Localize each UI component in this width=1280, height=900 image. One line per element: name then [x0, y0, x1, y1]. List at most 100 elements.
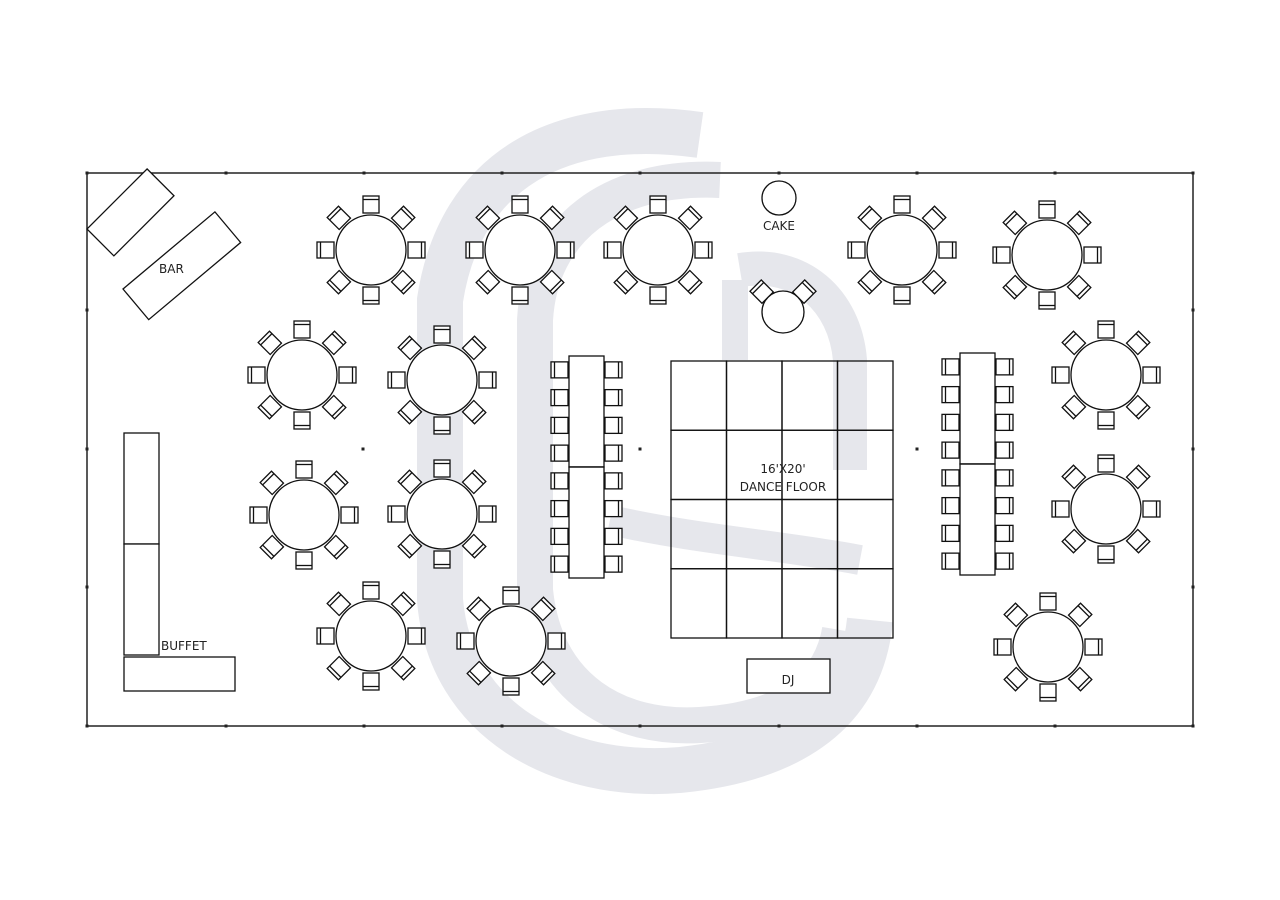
round-table-t2[interactable] — [465, 195, 575, 305]
round-table-t14[interactable] — [993, 592, 1103, 702]
chair-icon — [326, 269, 352, 295]
chair-icon — [433, 550, 451, 569]
chair-icon — [1097, 545, 1115, 564]
chair-icon — [461, 533, 487, 559]
chair-icon — [295, 460, 313, 479]
chair-icon — [362, 581, 380, 600]
round-table-t10[interactable] — [316, 581, 426, 691]
chair-icon — [1125, 330, 1151, 356]
round-table-t8[interactable] — [249, 460, 359, 570]
chair-icon — [1125, 394, 1151, 420]
chair-icon — [893, 195, 911, 214]
chair-icon — [1003, 666, 1029, 692]
round-table-t9[interactable] — [387, 459, 497, 569]
dance-floor-panel — [781, 360, 839, 431]
chair-icon — [995, 496, 1014, 515]
chair-icon — [1067, 666, 1093, 692]
chair-icon — [941, 413, 960, 432]
round-table-t4[interactable] — [847, 195, 957, 305]
chair-icon — [390, 205, 416, 231]
watermark-logo-icon — [417, 108, 893, 794]
chair-icon — [995, 441, 1014, 459]
chair-icon — [316, 627, 335, 645]
chair-icon — [390, 269, 416, 295]
chair-icon — [465, 241, 484, 259]
chair-icon — [323, 470, 349, 496]
chair-icon — [433, 459, 451, 478]
chair-icon — [475, 205, 501, 231]
chair-icon — [1142, 500, 1161, 518]
chair-icon — [461, 335, 487, 361]
chair-icon — [316, 241, 335, 259]
chair-icon — [556, 241, 575, 259]
chair-icon — [995, 413, 1014, 432]
chair-icon — [1039, 683, 1057, 702]
chair-icon — [259, 534, 285, 560]
chair-icon — [340, 506, 359, 524]
chair-icon — [921, 269, 947, 295]
chair-icon — [433, 325, 451, 344]
banquet-right[interactable] — [941, 352, 1014, 576]
chair-icon — [362, 195, 380, 214]
chair-icon — [1003, 602, 1029, 628]
sweetheart-table[interactable] — [749, 279, 817, 334]
chair-icon — [550, 361, 569, 379]
chair-icon — [397, 469, 423, 495]
buffet[interactable]: BUFFET — [123, 432, 236, 692]
chair-icon — [1097, 320, 1115, 339]
round-table-t6[interactable] — [247, 320, 357, 430]
chair-icon — [1097, 454, 1115, 473]
bar-label: BAR — [159, 262, 184, 276]
chair-icon — [995, 552, 1014, 570]
chair-icon — [1039, 592, 1057, 611]
round-table-t7[interactable] — [387, 325, 497, 435]
dance-floor[interactable]: 16'X20' DANCE FLOOR — [670, 360, 894, 639]
chair-icon — [1061, 464, 1087, 490]
bar[interactable]: BAR — [86, 167, 242, 321]
chair-icon — [1061, 528, 1087, 554]
dance-floor-size-label: 16'X20' — [760, 462, 805, 476]
chair-icon — [1051, 500, 1070, 518]
chair-icon — [390, 591, 416, 617]
chair-icon — [478, 371, 497, 389]
chair-icon — [1083, 246, 1102, 264]
chair-icon — [941, 358, 960, 376]
chair-icon — [466, 596, 492, 622]
chair-icon — [466, 660, 492, 686]
banquet-tables — [550, 352, 1014, 579]
chair-icon — [326, 655, 352, 681]
chair-icon — [613, 205, 639, 231]
dance-floor-panel — [836, 568, 894, 639]
round-table-t11[interactable] — [456, 586, 566, 696]
chair-icon — [613, 269, 639, 295]
chair-icon — [249, 506, 268, 524]
chair-icon — [941, 441, 960, 459]
chair-icon — [502, 677, 520, 696]
chair-icon — [539, 205, 565, 231]
banquet-left[interactable] — [550, 355, 623, 579]
chair-icon — [649, 195, 667, 214]
chair-icon — [847, 241, 866, 259]
round-table-t13[interactable] — [1051, 454, 1161, 564]
chair-icon — [941, 385, 960, 404]
chair-icon — [530, 596, 556, 622]
chair-icon — [604, 444, 623, 462]
chair-icon — [921, 205, 947, 231]
round-table-t1[interactable] — [316, 195, 426, 305]
dj-booth[interactable]: DJ — [746, 658, 831, 694]
round-table-t5[interactable] — [992, 200, 1102, 310]
cake-table[interactable]: CAKE — [761, 180, 797, 233]
chair-icon — [259, 470, 285, 496]
dance-floor-panel — [725, 360, 783, 431]
chair-icon — [604, 388, 623, 407]
round-table-t3[interactable] — [603, 195, 713, 305]
chair-icon — [604, 499, 623, 518]
round-table-t12[interactable] — [1051, 320, 1161, 430]
chair-icon — [257, 394, 283, 420]
chair-icon — [550, 416, 569, 435]
chair-icon — [433, 416, 451, 435]
chair-icon — [321, 394, 347, 420]
chair-icon — [257, 330, 283, 356]
chair-icon — [1038, 291, 1056, 310]
chair-icon — [893, 286, 911, 305]
